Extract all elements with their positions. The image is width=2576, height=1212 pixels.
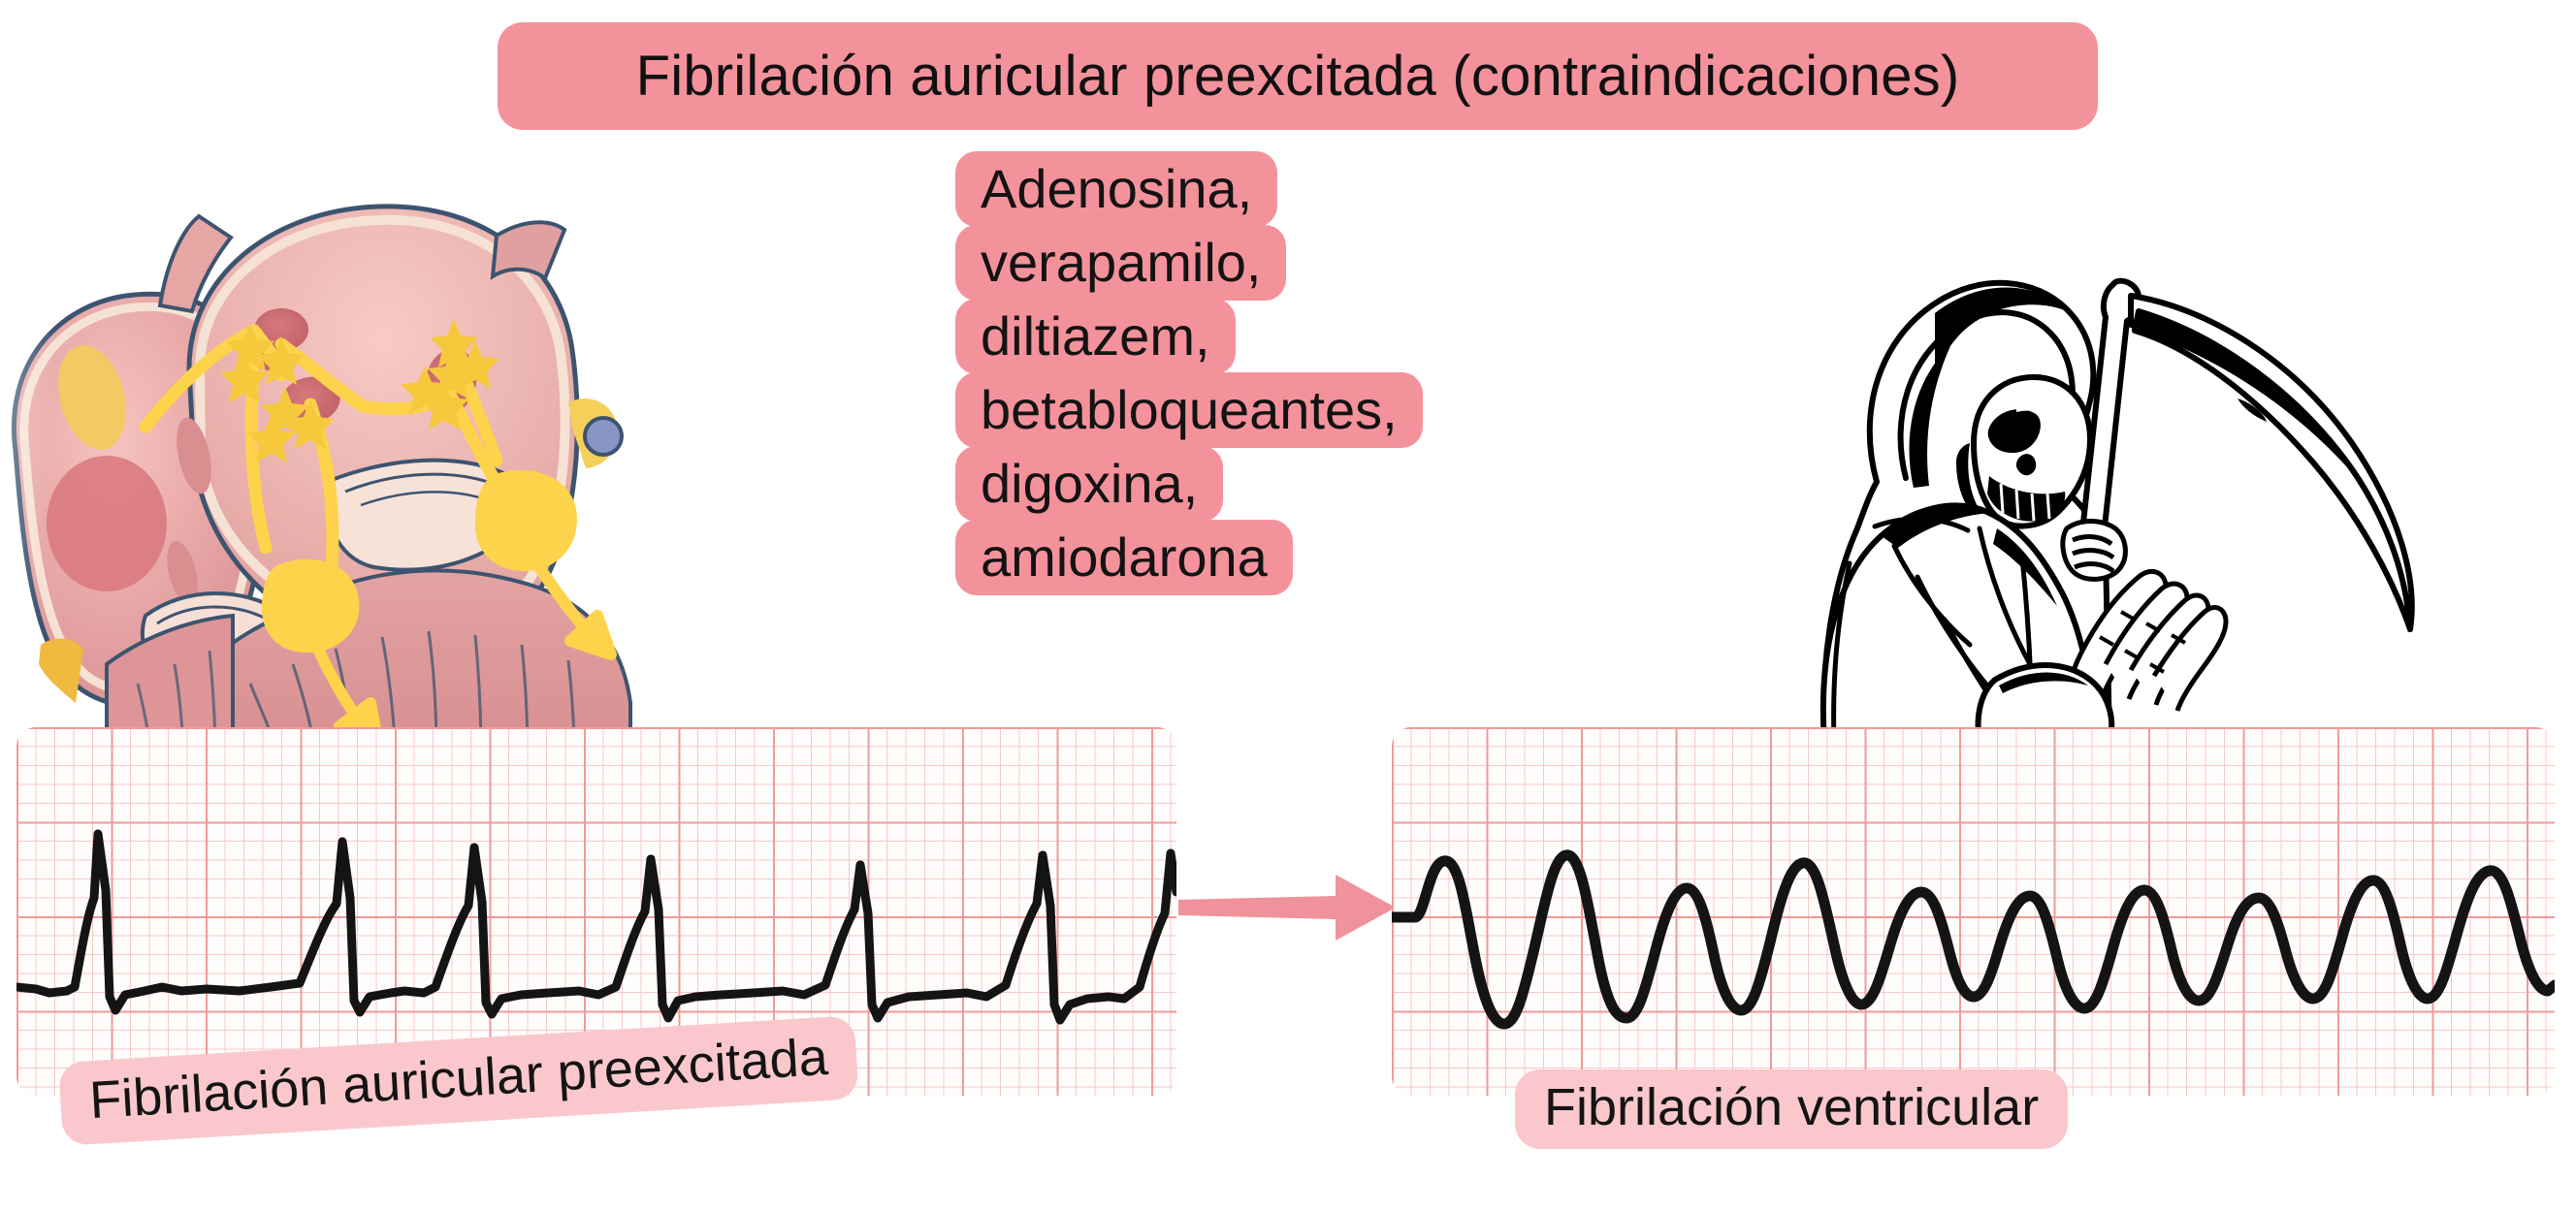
right-arrow-icon xyxy=(1176,871,1400,944)
label-ventricular-fibrillation-text: Fibrilación ventricular xyxy=(1544,1078,2040,1136)
grim-reaper-illustration xyxy=(1789,238,2449,751)
medication-item: Adenosina, xyxy=(955,151,1278,227)
page-title-banner: Fibrilación auricular preexcitada (contr… xyxy=(498,22,2098,130)
heart-conduction-illustration xyxy=(0,160,669,758)
page-title: Fibrilación auricular preexcitada (contr… xyxy=(635,45,1960,108)
medication-item: amiodarona xyxy=(955,520,1293,595)
contraindicated-medications-list: Adenosina, verapamilo, diltiazem, betabl… xyxy=(955,151,1423,595)
ecg-strip-ventricular-fibrillation xyxy=(1392,727,2555,1096)
medication-item: betabloqueantes, xyxy=(955,372,1423,448)
label-ventricular-fibrillation: Fibrilación ventricular xyxy=(1515,1069,2069,1149)
medication-item: diltiazem, xyxy=(955,299,1236,374)
medication-item: digoxina, xyxy=(955,446,1224,522)
medication-item: verapamilo, xyxy=(955,225,1287,301)
